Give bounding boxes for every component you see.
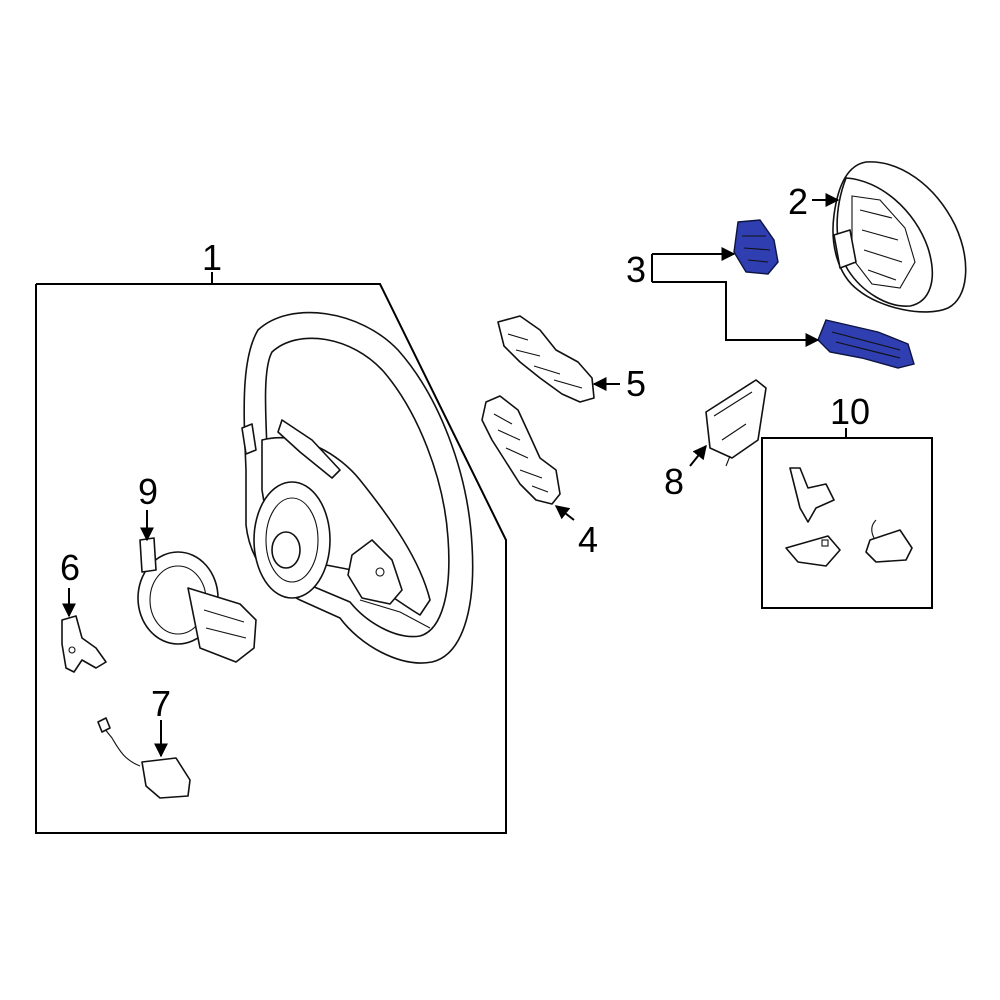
trim-kit-part-cap[interactable] [785, 535, 841, 567]
horn-button[interactable] [97, 717, 191, 799]
callout-9: 9 [138, 471, 158, 512]
callout-4: 4 [578, 519, 598, 560]
switch-bracket[interactable] [481, 395, 561, 505]
callout-2: 2 [788, 181, 808, 222]
callout-8: 8 [664, 461, 684, 502]
callout-7: 7 [151, 683, 171, 724]
callout-5: 5 [626, 363, 646, 404]
steering-wheel-switch-lower[interactable] [817, 319, 915, 369]
trim-kit-box [761, 428, 933, 609]
clock-spring-housing[interactable] [137, 537, 257, 663]
callout-10: 10 [830, 391, 870, 432]
callout-3: 3 [626, 249, 646, 290]
small-bracket[interactable] [61, 615, 107, 673]
leader-lines [62, 193, 840, 758]
trim-cover[interactable] [705, 379, 767, 467]
switch-bracket-upper[interactable] [497, 315, 595, 403]
steering-wheel-assembly-box [35, 272, 507, 834]
trim-kit-part-button[interactable] [865, 519, 913, 563]
callout-1: 1 [202, 237, 222, 278]
airbag-module[interactable] [832, 161, 967, 313]
steering-wheel-switch-upper[interactable] [733, 219, 779, 275]
callout-6: 6 [60, 547, 80, 588]
trim-kit-part-screw[interactable] [789, 467, 835, 523]
steering-wheel[interactable] [241, 311, 474, 664]
